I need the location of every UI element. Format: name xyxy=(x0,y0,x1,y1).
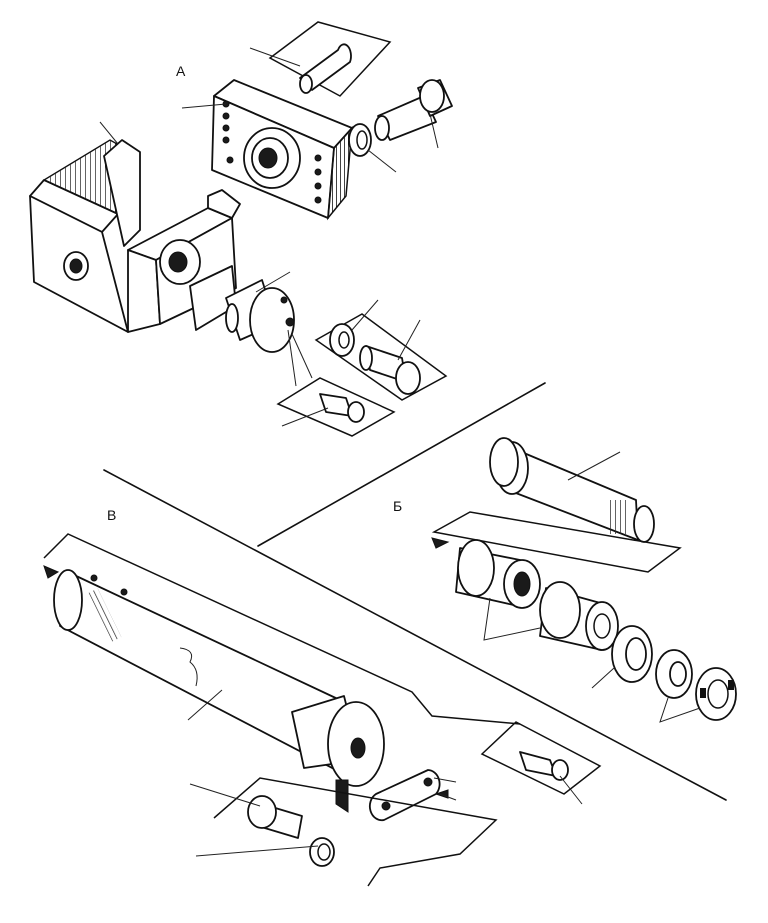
section-dividers xyxy=(103,382,727,801)
grease-nipple-detail-box xyxy=(276,329,396,437)
grease-nipple-box-v xyxy=(480,721,602,805)
washer-bolt-detail-box xyxy=(314,299,448,401)
section-label-a: А xyxy=(176,63,186,79)
top-bolt xyxy=(374,79,453,149)
bushing-2 xyxy=(539,581,619,651)
axle-tube xyxy=(53,569,385,813)
threaded-sleeve xyxy=(489,437,655,543)
slotted-nut-1 xyxy=(655,649,693,699)
flat-washer-b xyxy=(591,625,653,689)
slotted-nut-2 xyxy=(695,667,737,721)
section-a-group xyxy=(29,21,453,437)
nut-leader xyxy=(659,697,701,723)
u-bracket xyxy=(29,121,241,333)
bushing-detail-box xyxy=(431,511,682,573)
section-b-group xyxy=(431,437,737,723)
axle-detail-bracket xyxy=(43,533,521,725)
pin-detail-box xyxy=(249,21,392,97)
section-v-group xyxy=(43,533,602,887)
section-label-b: Б xyxy=(393,498,402,514)
pointer-arrow-b xyxy=(431,537,450,549)
pointer-arrow-v xyxy=(43,565,60,579)
bolt-washer-box xyxy=(189,777,498,887)
spring-washer-a xyxy=(348,123,397,173)
pivot-pin xyxy=(189,265,295,353)
bushing-1 xyxy=(455,539,541,609)
section-label-v: В xyxy=(107,507,116,523)
link-plate xyxy=(368,769,457,822)
flange-plate xyxy=(181,79,353,221)
bushing-leader xyxy=(483,597,541,641)
